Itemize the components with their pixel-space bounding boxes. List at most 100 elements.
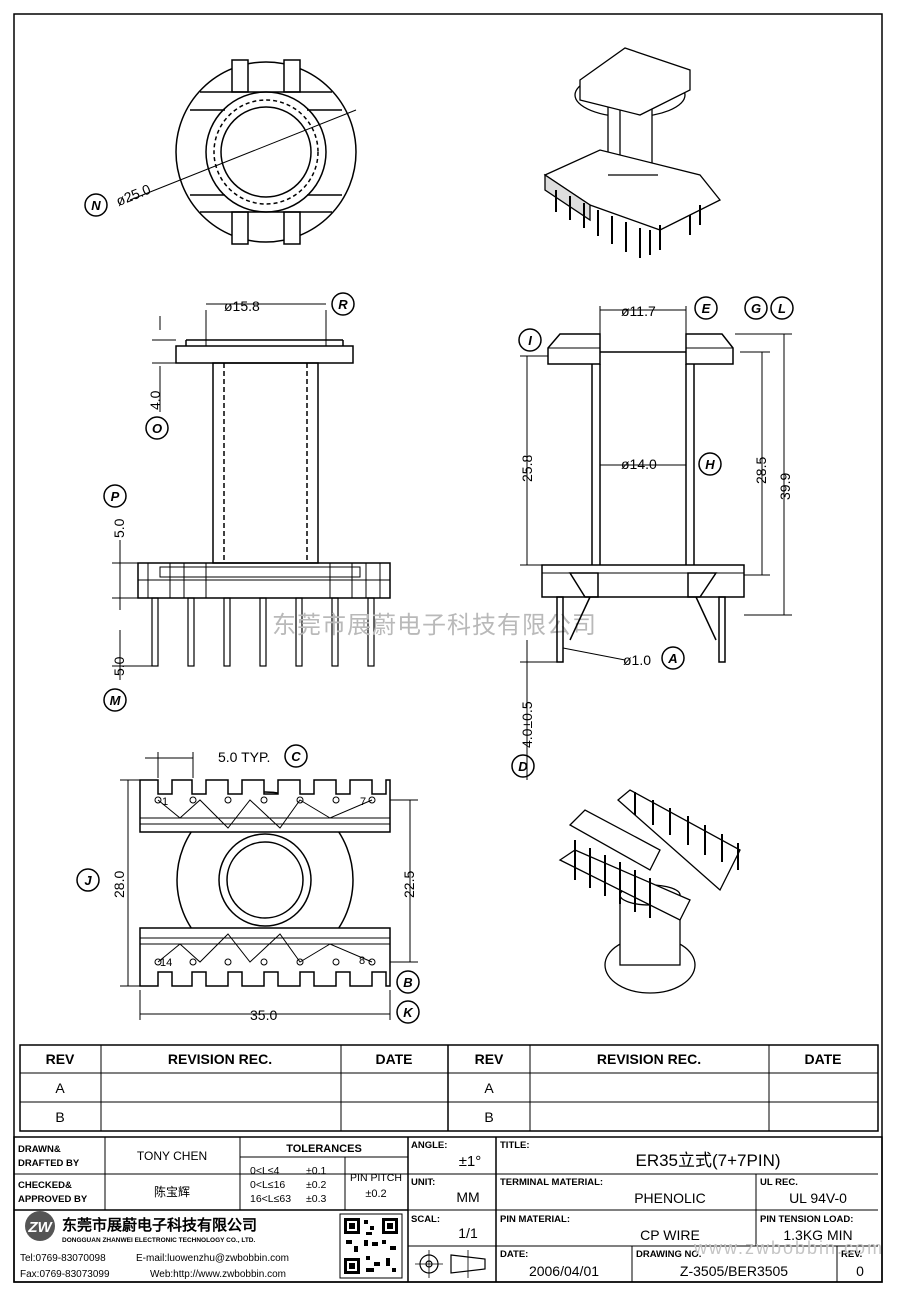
pin-label-14: 14 — [160, 957, 172, 969]
rev-value: 0 — [856, 1263, 864, 1279]
callout-R: R — [338, 297, 348, 312]
callout-E: E — [702, 301, 711, 316]
revision-rec-header-1: REVISION REC. — [168, 1051, 272, 1067]
dim-diameter-flange: ø15.8 — [224, 298, 260, 314]
callout-J: J — [84, 873, 92, 888]
company-name-en: DONGGUAN ZHANWEI ELECTRONIC TECHNOLOGY C… — [62, 1237, 256, 1244]
dim-pin-length-left: 5.0 — [111, 656, 127, 676]
dim-pin-diameter: ø1.0 — [623, 652, 651, 668]
ul-value: UL 94V-0 — [789, 1190, 847, 1206]
pin-material-label: PIN MATERIAL: — [500, 1214, 570, 1225]
dim-height-c: 39.9 — [777, 473, 793, 500]
company-email: E-mail:luowenzhu@zwbobbin.com — [136, 1253, 289, 1264]
drawn-by: TONY CHEN — [137, 1149, 207, 1163]
pin-material-value: CP WIRE — [640, 1227, 700, 1243]
pin-label-7: 7 — [360, 796, 366, 808]
drawn-label-2: DRAFTED BY — [18, 1158, 80, 1169]
callout-B: B — [403, 975, 412, 990]
dim-overall-width: 35.0 — [250, 1007, 277, 1023]
revision-rec-header-2: REVISION REC. — [597, 1051, 701, 1067]
company-tel: Tel:0769-83070098 — [20, 1253, 106, 1264]
company-fax: Fax:0769-83073099 — [20, 1269, 110, 1280]
dim-pin-spacing: 5.0 — [111, 518, 127, 538]
drawn-label-1: DRAWN& — [18, 1144, 61, 1155]
unit-label: UNIT: — [411, 1177, 435, 1188]
side-view-dims — [520, 306, 792, 780]
iso-view-bottom — [558, 789, 741, 994]
tol-range-2: 0<L≤16 — [250, 1179, 285, 1191]
angle-value: ±1° — [459, 1153, 482, 1170]
bottom-view — [139, 779, 391, 987]
callout-C: C — [291, 749, 301, 764]
rev-header-2: REV — [475, 1051, 504, 1067]
tol-value-3: ±0.3 — [306, 1193, 327, 1205]
bottom-view-dims — [120, 752, 418, 1020]
unit-value: MM — [456, 1189, 479, 1205]
angle-label: ANGLE: — [411, 1140, 447, 1151]
scale-label: SCAL: — [411, 1214, 440, 1225]
date-header-1: DATE — [375, 1051, 412, 1067]
dim-height-a: 25.8 — [519, 455, 535, 482]
tol-value-2: ±0.2 — [306, 1179, 327, 1191]
callout-M: M — [110, 693, 122, 708]
tol-value-1: ±0.1 — [306, 1165, 327, 1177]
date-header-2: DATE — [804, 1051, 841, 1067]
callout-K: K — [403, 1005, 414, 1020]
dim-pin-length: 4.0±0.5 — [519, 701, 535, 748]
company-name-cn: 东莞市展蔚电子科技有限公司 — [62, 1216, 257, 1234]
ul-label: UL REC. — [760, 1177, 798, 1188]
dim-height-b: 28.5 — [753, 457, 769, 484]
approved-by: 陈宝辉 — [154, 1184, 190, 1199]
checked-label-2: APPROVED BY — [18, 1194, 88, 1205]
title-value: ER35立式(7+7PIN) — [635, 1151, 780, 1170]
rev-row-a-left: A — [55, 1080, 65, 1096]
callout-P: P — [111, 489, 120, 504]
svg-text:ZW: ZW — [27, 1219, 53, 1236]
dim-pin-row-height: 22.5 — [401, 871, 417, 898]
checked-label-1: CHECKED& — [18, 1180, 72, 1191]
logo-mark: ZW — [27, 1219, 53, 1236]
front-view-dims — [112, 303, 327, 680]
title-block — [13, 1136, 883, 1283]
tol-range-3: 16<L≤63 — [250, 1193, 291, 1205]
callout-G: G — [751, 301, 761, 316]
tension-value: 1.3KG MIN — [783, 1227, 852, 1243]
qr-code — [344, 1218, 398, 1274]
dim-flange-height: 4.0 — [147, 390, 163, 410]
callout-N: N — [91, 198, 101, 213]
date-value: 2006/04/01 — [529, 1263, 599, 1279]
revision-table — [19, 1044, 879, 1132]
callout-H: H — [705, 457, 715, 472]
title-label: TITLE: — [500, 1140, 530, 1151]
watermark-url: www.zwbobbin.com — [693, 1238, 884, 1258]
pin-label-1: 1 — [162, 796, 168, 808]
rev-row-a-right: A — [484, 1080, 494, 1096]
pin-pitch-value: ±0.2 — [365, 1188, 386, 1200]
pin-pitch-label: PIN PITCH — [350, 1172, 402, 1184]
drawing-no-value: Z-3505/BER3505 — [680, 1263, 788, 1279]
front-view — [137, 339, 391, 667]
dim-diameter-inner: ø11.7 — [621, 303, 656, 319]
rev-row-b-left: B — [55, 1109, 64, 1125]
terminal-value: PHENOLIC — [634, 1190, 706, 1206]
scale-value: 1/1 — [458, 1225, 478, 1241]
tolerances-label: TOLERANCES — [286, 1143, 362, 1155]
watermark-text: 东莞市展蔚电子科技有限公司 — [272, 612, 597, 639]
rev-header-1: REV — [46, 1051, 75, 1067]
callout-O: O — [152, 421, 162, 436]
callout-A: A — [667, 651, 677, 666]
callout-D: D — [518, 759, 528, 774]
dim-overall-height: 28.0 — [111, 871, 127, 898]
tension-label: PIN TENSION LOAD: — [760, 1214, 853, 1225]
pin-label-8: 8 — [359, 955, 365, 967]
callout-I: I — [528, 333, 532, 348]
terminal-label: TERMINAL MATERIAL: — [500, 1177, 603, 1188]
dim-diameter-core: ø14.0 — [621, 456, 657, 472]
rev-label: REV. — [841, 1249, 862, 1260]
dim-pitch-typ: 5.0 TYP. — [218, 749, 270, 765]
company-web: Web:http://www.zwbobbin.com — [150, 1269, 286, 1280]
dim-diameter-top: ø25.0 — [114, 181, 153, 209]
rev-row-b-right: B — [484, 1109, 493, 1125]
drawing-no-label: DRAWING NO. — [636, 1249, 701, 1260]
